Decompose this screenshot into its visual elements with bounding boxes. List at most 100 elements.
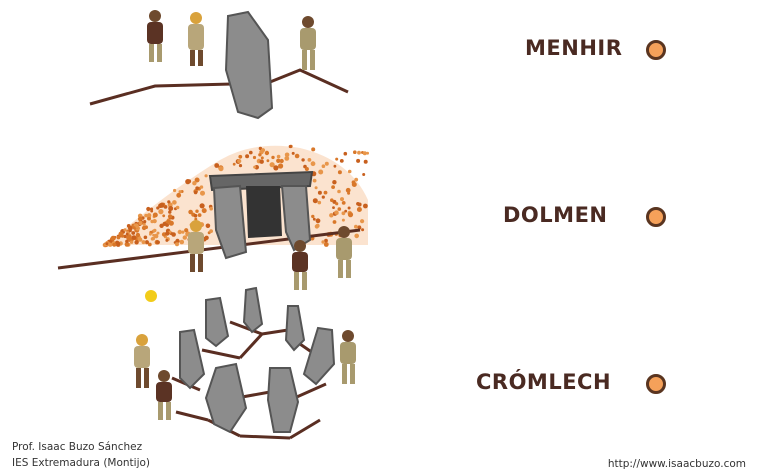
soil-dot [183,235,187,239]
dolmen-label: DOLMEN [503,203,607,227]
cromlech-stone-5 [304,328,334,384]
soil-dot [200,191,205,196]
soil-dot [322,196,325,199]
soil-dot [261,156,264,159]
soil-dot [162,214,165,217]
soil-dot [265,151,269,155]
menhir-stone [226,12,272,118]
soil-dot [313,179,317,183]
soil-dot [342,201,346,205]
soil-dot [163,222,167,226]
soil-dot [194,214,198,218]
soil-dot [325,162,329,166]
menhir-ground-line [90,70,348,104]
soil-dot [318,191,322,195]
soil-dot [253,156,256,159]
soil-dot [142,240,146,244]
soil-dot [214,163,219,168]
menhir-figure-middle [188,12,204,66]
soil-dot [194,191,197,194]
cromlech-stone-4 [180,330,204,388]
soil-dot [146,207,150,211]
soil-dot [364,160,368,164]
soil-dot [261,148,265,152]
soil-dot [147,217,151,221]
soil-dot [321,240,324,243]
soil-dot [112,243,116,247]
soil-dot [347,192,350,195]
dolmen-scene [58,145,369,290]
soil-dot [324,242,329,247]
soil-dot [167,200,170,203]
soil-dot [206,224,211,229]
cromlech-label: CRÓMLECH [476,370,611,394]
menhir-bullet-icon [646,40,666,60]
soil-dot [354,234,359,239]
soil-dot [305,167,309,171]
soil-dot [129,229,132,232]
soil-dot [249,151,253,155]
soil-dot [117,236,121,240]
soil-dot [187,179,191,183]
sun-dot [145,290,157,302]
soil-dot [357,207,362,212]
soil-dot [276,159,280,163]
soil-dot [340,197,344,201]
soil-dot [295,154,300,159]
dolmen-bullet-icon [646,207,666,227]
soil-dot [342,219,345,222]
soil-dot [153,213,158,218]
author-credit: Prof. Isaac Buzo Sánchez [12,440,142,455]
soil-dot [181,231,184,234]
dolmen-figure-left [188,220,204,272]
soil-dot [344,210,347,213]
soil-dot [292,152,295,155]
soil-dot [354,178,358,182]
soil-dot [168,214,172,218]
soil-dot [209,229,213,233]
soil-dot [333,220,337,224]
soil-dot [125,240,129,244]
soil-dot [335,158,338,161]
soil-dot [338,170,342,174]
soil-dot [202,208,207,213]
menhir-label: MENHIR [525,36,622,60]
soil-dot [313,198,318,203]
soil-dot [356,159,360,163]
soil-dot [195,210,198,213]
dolmen-figure-right [336,226,352,278]
soil-dot [237,159,241,163]
soil-dot [119,232,124,237]
soil-dot [338,207,342,211]
soil-dot [362,173,365,176]
cromlech-stone-3 [286,306,304,350]
soil-dot [150,220,153,223]
soil-dot [311,161,316,166]
soil-dot [149,233,152,236]
soil-dot [156,206,159,209]
soil-dot [132,235,137,240]
soil-dot [106,242,109,245]
soil-dot [332,206,335,209]
soil-dot [192,181,196,185]
soil-dot [204,236,208,240]
soil-dot [271,156,274,159]
soil-dot [179,190,182,193]
soil-dot [142,226,146,230]
soil-dot [123,228,126,231]
soil-dot [260,160,264,164]
menhir-scene [90,10,348,118]
website-url: http://www.isaacbuzo.com [608,458,746,470]
soil-dot [117,242,120,245]
soil-dot [131,231,135,235]
soil-dot [160,203,164,207]
soil-dot [318,201,322,205]
soil-dot [133,226,136,229]
soil-dot [340,159,344,163]
soil-dot [358,203,362,207]
soil-dot [273,165,278,170]
soil-dot [284,156,289,161]
soil-dot [134,240,138,244]
soil-dot [144,214,148,218]
